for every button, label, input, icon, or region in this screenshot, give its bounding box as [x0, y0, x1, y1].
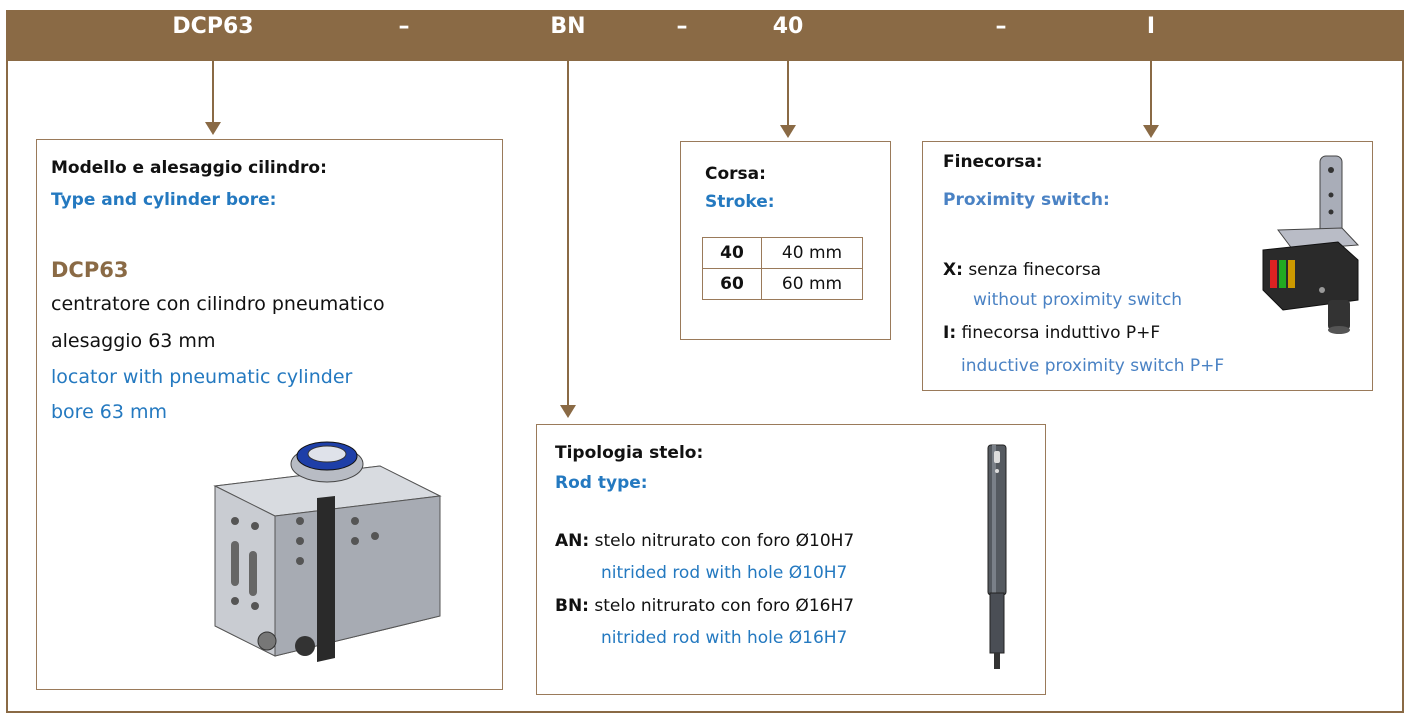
option-code: X:	[943, 260, 963, 280]
model-title: DCP63	[51, 258, 129, 282]
switch-option-x: X: senza finecorsa	[943, 260, 1101, 280]
option-desc-en: nitrided rod with hole Ø10H7	[601, 563, 848, 583]
option-desc-en: nitrided rod with hole Ø16H7	[601, 628, 848, 648]
type-bore-box: Modello e alesaggio cilindro: Type and c…	[36, 139, 503, 690]
arrow-down-icon	[560, 405, 576, 418]
option-desc-en: inductive proximity switch P+F	[961, 356, 1225, 376]
rod-label-it: Tipologia stelo:	[555, 443, 704, 463]
option-code: AN:	[555, 531, 590, 551]
option-desc-it: stelo nitrurato con foro Ø16H7	[594, 596, 855, 616]
rod-option-an: AN: stelo nitrurato con foro Ø10H7	[555, 531, 854, 551]
model-desc-en: bore 63 mm	[51, 401, 168, 423]
header-separator: –	[398, 14, 410, 39]
table-row: 40 40 mm	[702, 237, 863, 269]
rod-type-box: Tipologia stelo: Rod type: AN: stelo nit…	[536, 424, 1046, 695]
option-desc-it: senza finecorsa	[968, 260, 1102, 280]
arrow-down-icon	[205, 122, 221, 135]
proximity-switch-image	[1262, 155, 1360, 334]
stroke-code: 60	[702, 268, 762, 300]
cylinder-locator-image	[213, 441, 442, 662]
switch-label-it: Finecorsa:	[943, 152, 1043, 172]
header-code-switch: I	[1146, 14, 1156, 39]
connector-line	[1150, 61, 1152, 126]
stroke-label-it: Corsa:	[705, 164, 766, 184]
model-desc-it: alesaggio 63 mm	[51, 330, 216, 352]
option-desc-en: without proximity switch	[973, 290, 1183, 310]
switch-option-i: I: finecorsa induttivo P+F	[943, 323, 1160, 343]
option-desc-it: finecorsa induttivo P+F	[961, 323, 1161, 343]
stroke-box: Corsa: Stroke: 40 40 mm 60 60 mm	[680, 141, 891, 340]
option-desc-it: stelo nitrurato con foro Ø10H7	[594, 531, 855, 551]
type-label-it: Modello e alesaggio cilindro:	[51, 158, 327, 178]
type-label-en: Type and cylinder bore:	[51, 190, 277, 210]
arrow-down-icon	[1143, 125, 1159, 138]
model-desc-en: locator with pneumatic cylinder	[51, 366, 353, 388]
stroke-value: 40 mm	[761, 237, 863, 269]
switch-label-en: Proximity switch:	[943, 190, 1110, 210]
proximity-switch-box: Finecorsa: Proximity switch: X: senza fi…	[922, 141, 1373, 391]
option-code: BN:	[555, 596, 589, 616]
connector-line	[567, 61, 569, 406]
header-code-stroke: 40	[772, 14, 804, 39]
arrow-down-icon	[780, 125, 796, 138]
option-code: I:	[943, 323, 957, 343]
model-desc-it: centratore con cilindro pneumatico	[51, 293, 385, 315]
rod-image	[987, 444, 1007, 669]
table-row: 60 60 mm	[702, 268, 863, 300]
stroke-value: 60 mm	[761, 268, 863, 300]
rod-label-en: Rod type:	[555, 473, 648, 493]
stroke-label-en: Stroke:	[705, 192, 775, 212]
header-code-model: DCP63	[172, 14, 254, 39]
header-separator: –	[676, 14, 688, 39]
header-separator: –	[995, 14, 1007, 39]
connector-line	[212, 61, 214, 123]
code-header-bar	[6, 10, 1404, 61]
rod-option-bn: BN: stelo nitrurato con foro Ø16H7	[555, 596, 854, 616]
header-code-rod: BN	[550, 14, 586, 39]
connector-line	[787, 61, 789, 126]
stroke-table: 40 40 mm 60 60 mm	[702, 237, 863, 300]
stroke-code: 40	[702, 237, 762, 269]
